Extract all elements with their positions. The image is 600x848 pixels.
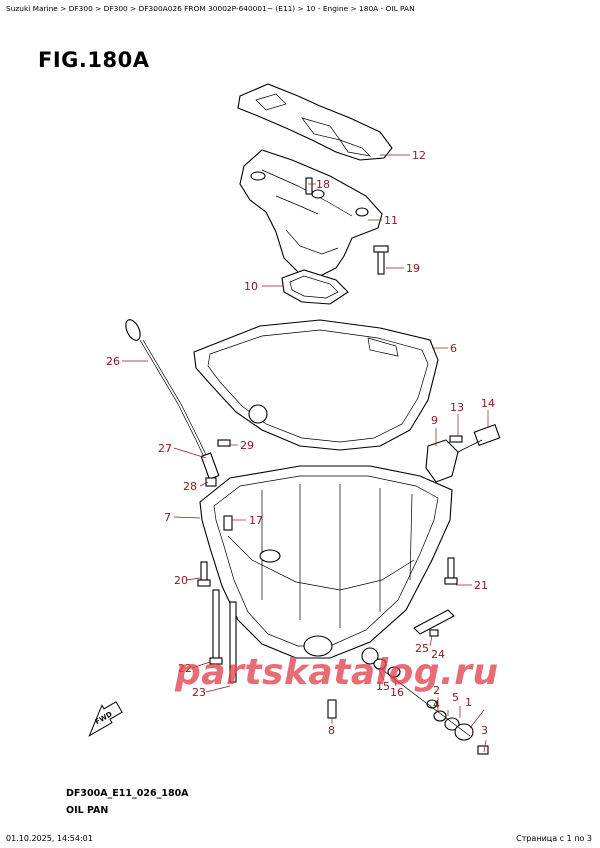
- part-3-bolt: [477, 745, 489, 755]
- part-12-gasket-plate: [237, 83, 393, 161]
- part-7-oil-pan: [199, 465, 453, 665]
- callout-27[interactable]: 27: [158, 442, 172, 455]
- part-13-bolt: [449, 435, 463, 443]
- part-21-bolt: [444, 557, 458, 585]
- callout-19[interactable]: 19: [406, 262, 420, 275]
- part-24-bracket: [413, 609, 455, 635]
- part-25-bolt: [429, 629, 439, 637]
- part-10-seal-ring: [281, 269, 349, 305]
- callout-16[interactable]: 16: [390, 686, 404, 699]
- callout-10[interactable]: 10: [244, 280, 258, 293]
- leader-lines: [122, 154, 489, 753]
- part-28-clip: [205, 477, 217, 487]
- part-27-dipstick-guide: [200, 452, 220, 480]
- callout-15[interactable]: 15: [376, 680, 390, 693]
- part-26-dipstick: [125, 319, 214, 471]
- part-9-gasket: [425, 439, 459, 483]
- part-17-dowel-pin: [223, 515, 233, 531]
- callout-18[interactable]: 18: [316, 178, 330, 191]
- breadcrumb[interactable]: Suzuki Marine > DF300 > DF300 > DF300A02…: [6, 4, 415, 13]
- part-2-o-ring: [426, 699, 438, 709]
- part-4-collar: [433, 710, 447, 722]
- callout-17[interactable]: 17: [249, 514, 263, 527]
- callout-2[interactable]: 2: [433, 684, 440, 697]
- callout-12[interactable]: 12: [412, 149, 426, 162]
- part-23-bolt: [229, 601, 237, 683]
- callout-24[interactable]: 24: [431, 648, 445, 661]
- callout-8[interactable]: 8: [328, 724, 335, 737]
- part-5-o-ring: [444, 717, 460, 731]
- fwd-arrow-icon: FWD: [88, 701, 123, 737]
- part-11-strainer-housing: [239, 149, 383, 277]
- part-18-bolt: [305, 177, 313, 195]
- part-15-gasket: [373, 658, 387, 670]
- callout-9[interactable]: 9: [431, 414, 438, 427]
- diagram-caption: OIL PAN: [66, 805, 109, 816]
- callout-13[interactable]: 13: [450, 401, 464, 414]
- part-6-oil-pan-gasket: [193, 319, 439, 451]
- callout-28[interactable]: 28: [183, 480, 197, 493]
- callout-25[interactable]: 25: [415, 642, 429, 655]
- callout-22[interactable]: 22: [178, 662, 192, 675]
- callout-6[interactable]: 6: [450, 342, 457, 355]
- callout-4[interactable]: 4: [433, 698, 440, 711]
- part-22-bolt: [209, 589, 223, 665]
- figure-title: FIG.180A: [38, 48, 150, 72]
- callout-26[interactable]: 26: [106, 355, 120, 368]
- watermark: partskatalog.ru: [175, 652, 499, 693]
- callout-3[interactable]: 3: [481, 724, 488, 737]
- part-14-oil-level-sensor: [457, 423, 501, 453]
- part-8-bolt: [327, 699, 337, 719]
- callout-1[interactable]: 1: [465, 696, 472, 709]
- part-19-bolt: [373, 245, 389, 275]
- diagram-code: DF300A_E11_026_180A: [66, 788, 189, 799]
- callout-14[interactable]: 14: [481, 397, 495, 410]
- callout-29[interactable]: 29: [240, 439, 254, 452]
- callout-21[interactable]: 21: [474, 579, 488, 592]
- callout-20[interactable]: 20: [174, 574, 188, 587]
- callout-11[interactable]: 11: [384, 214, 398, 227]
- part-29-bolt: [217, 439, 231, 447]
- callout-5[interactable]: 5: [452, 691, 459, 704]
- part-20-bolt: [197, 561, 211, 587]
- callout-7[interactable]: 7: [164, 511, 171, 524]
- footer-timestamp: 01.10.2025, 14:54:01: [6, 834, 93, 843]
- footer-page-info: Страница с 1 по 3: [516, 834, 592, 843]
- callout-23[interactable]: 23: [192, 686, 206, 699]
